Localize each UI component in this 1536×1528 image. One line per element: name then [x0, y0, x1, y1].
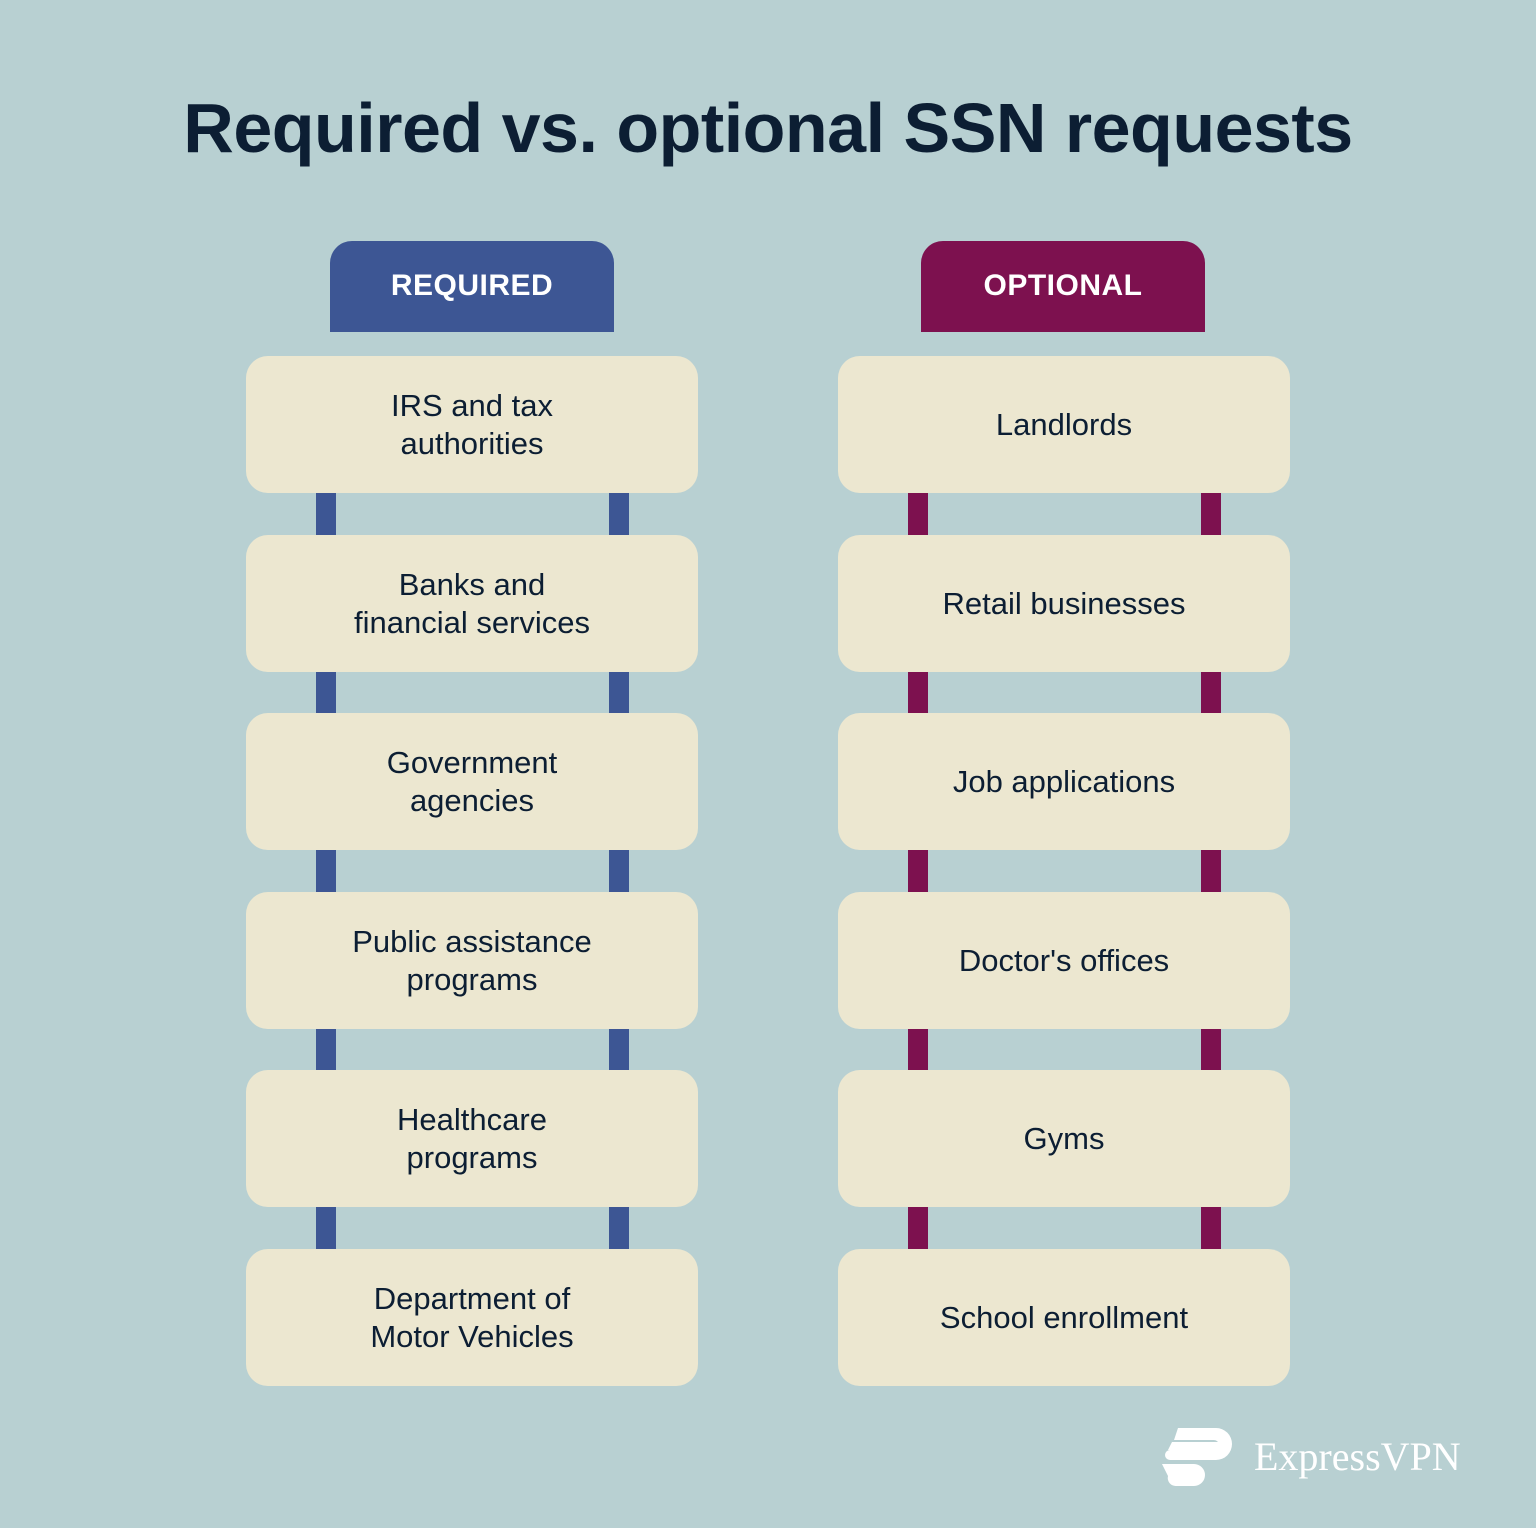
optional-item: Retail businesses	[838, 535, 1290, 672]
required-item: Government agencies	[246, 713, 698, 850]
connector-post	[609, 493, 629, 535]
connector-post	[1201, 1207, 1221, 1249]
connector-post	[1201, 672, 1221, 714]
connector-post	[609, 1207, 629, 1249]
required-item: Public assistance programs	[246, 892, 698, 1029]
connector-post	[1201, 493, 1221, 535]
required-item: IRS and tax authorities	[246, 356, 698, 493]
connector-post	[1201, 850, 1221, 892]
required-item: Healthcare programs	[246, 1070, 698, 1207]
optional-item: Doctor's offices	[838, 892, 1290, 1029]
connector-post	[316, 493, 336, 535]
page-title: Required vs. optional SSN requests	[183, 89, 1353, 167]
connector-post	[316, 1207, 336, 1249]
optional-header: OPTIONAL	[921, 241, 1205, 332]
expressvpn-logo: ExpressVPN	[1158, 1424, 1461, 1488]
connector-post	[908, 493, 928, 535]
connector-post	[1201, 1029, 1221, 1071]
connector-post	[908, 850, 928, 892]
connector-post	[609, 672, 629, 714]
connector-post	[609, 850, 629, 892]
connector-post	[609, 1029, 629, 1071]
connector-post	[908, 1207, 928, 1249]
connector-post	[908, 672, 928, 714]
optional-item: Gyms	[838, 1070, 1290, 1207]
brand-name: ExpressVPN	[1254, 1433, 1461, 1479]
connector-post	[908, 1029, 928, 1071]
expressvpn-logo-icon	[1162, 1428, 1232, 1487]
connector-post	[316, 1029, 336, 1071]
optional-item: Job applications	[838, 713, 1290, 850]
optional-item: Landlords	[838, 356, 1290, 493]
connector-post	[316, 672, 336, 714]
connector-post	[316, 850, 336, 892]
optional-item: School enrollment	[838, 1249, 1290, 1386]
required-item: Department of Motor Vehicles	[246, 1249, 698, 1386]
required-header: REQUIRED	[330, 241, 614, 332]
required-item: Banks and financial services	[246, 535, 698, 672]
